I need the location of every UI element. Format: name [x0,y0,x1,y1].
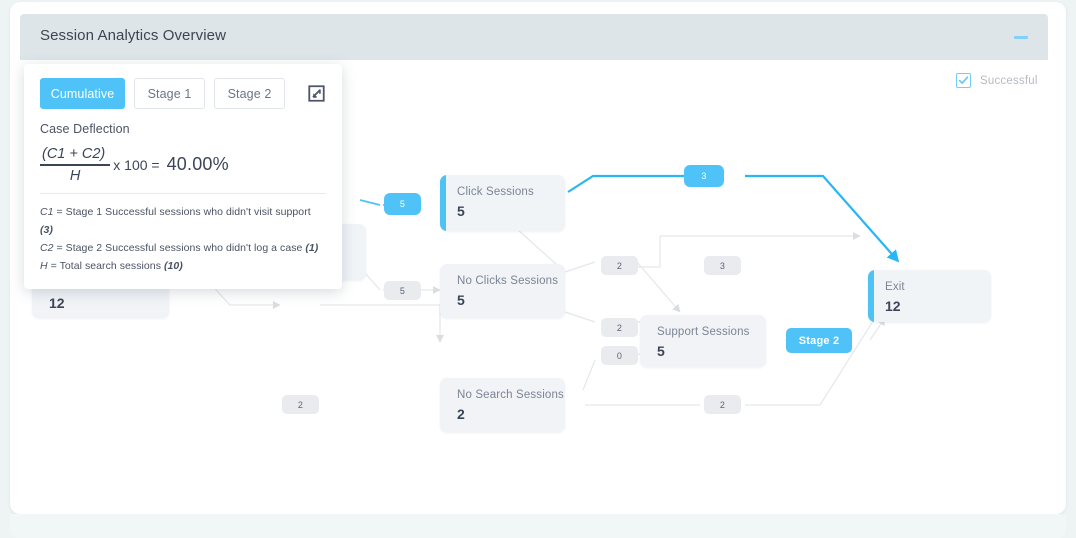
edge-badge-click-to-exit[interactable]: 3 [684,165,724,187]
legend-label: Successful [980,74,1038,87]
stage-2-badge[interactable]: Stage 2 [786,328,852,353]
node-value: 5 [657,343,665,359]
page-title: Session Analytics Overview [40,27,227,44]
node-exit[interactable]: Exit 12 [868,270,991,322]
definition-text: = Stage 1 Successful sessions who didn't… [56,205,311,218]
formula-tail: x 100 = [113,156,160,173]
definition-var: C2 [40,241,54,254]
node-label: Support Sessions [657,326,750,338]
case-deflection-popover: Cumulative Stage 1 Stage 2 Case Deflecti… [24,64,342,289]
check-icon [958,76,969,84]
node-label: No Search Sessions [457,389,564,401]
page-footer-band [10,514,1066,538]
edge-badge-nosearch-to-exit[interactable]: 2 [704,395,741,414]
successful-checkbox[interactable] [956,73,971,88]
definition-text: = Total search sessions [50,259,161,272]
definition-var: C1 [40,205,54,218]
node-value: 12 [49,295,65,311]
tab-cumulative[interactable]: Cumulative [40,78,125,109]
edge-badge-noclicks-to-exit[interactable]: 3 [704,256,741,275]
edit-square-icon[interactable] [307,84,326,103]
tab-stage-2[interactable]: Stage 2 [214,78,285,109]
formula-bar [40,164,111,166]
legend-successful[interactable]: Successful [956,73,1038,88]
panel-header: Session Analytics Overview [20,14,1048,60]
definition-count: (10) [163,259,183,272]
node-label: Click Sessions [457,186,534,198]
minus-icon[interactable] [1012,29,1030,45]
popover-tabs: Cumulative Stage 1 Stage 2 [40,78,326,109]
node-no-search-sessions[interactable]: No Search Sessions 2 [440,378,565,432]
node-value: 2 [457,406,465,422]
node-label: No Clicks Sessions [457,275,559,287]
node-value: 5 [457,203,465,219]
edge-badge-click-to-support[interactable]: 2 [601,256,638,275]
node-no-clicks-sessions[interactable]: No Clicks Sessions 5 [440,264,565,318]
edge-badge-search-to-click[interactable]: 5 [384,193,421,215]
edge-badge-search-to-noclicks[interactable]: 5 [384,281,421,300]
edge-badge-noclicks-to-support[interactable]: 2 [601,318,638,337]
popover-divider [40,192,326,194]
edge-badge-nosearch-to-support[interactable]: 0 [601,346,638,365]
definition-c2: C2 = Stage 2 Successful sessions who did… [40,239,326,257]
node-label: Exit [885,281,905,293]
tab-stage-1[interactable]: Stage 1 [134,78,205,109]
edge-badge-total-to-nosearch[interactable]: 2 [282,395,319,414]
definition-var: H [40,259,48,272]
formula: (C1 + C2) H x 100 = 40.00% [40,146,326,184]
definition-text: = Stage 2 Successful sessions who didn't… [56,241,303,254]
node-support-sessions[interactable]: Support Sessions 5 [640,315,766,367]
formula-denominator: H [69,167,81,184]
popover-subtitle: Case Deflection [40,122,130,136]
node-click-sessions[interactable]: Click Sessions 5 [440,175,565,231]
formula-result: 40.00% [166,154,229,175]
node-value: 5 [457,292,465,308]
formula-fraction: (C1 + C2) H [40,146,111,184]
definition-c1: C1 = Stage 1 Successful sessions who did… [40,203,326,239]
definition-h: H = Total search sessions (10) [40,257,326,275]
definition-count: (1) [305,241,319,254]
formula-numerator: (C1 + C2) [42,146,106,162]
definition-count: (3) [40,223,53,236]
node-value: 12 [885,298,901,314]
formula-definitions: C1 = Stage 1 Successful sessions who did… [40,203,326,275]
